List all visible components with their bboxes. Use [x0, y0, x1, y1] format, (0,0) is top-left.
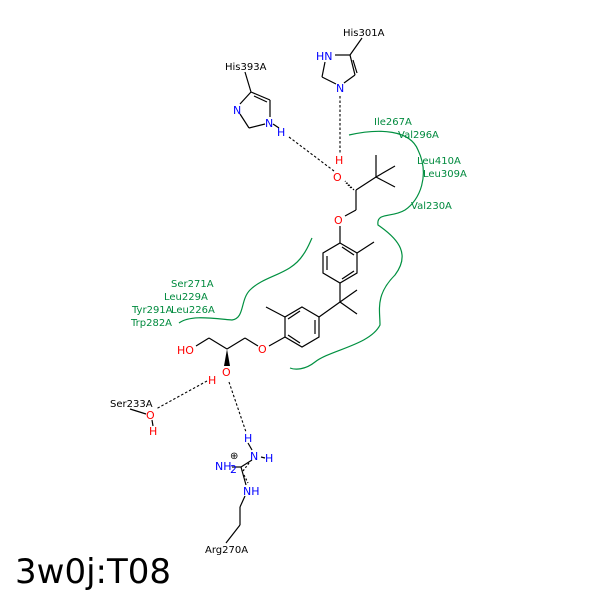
- residue-his393: His393A: [225, 62, 267, 73]
- arg270-nh2: NH: [215, 460, 232, 473]
- ligand-h-bottom: H: [208, 374, 216, 387]
- hydrophobic-val296: Val296A: [398, 130, 439, 141]
- his393-h: H: [277, 126, 285, 139]
- hbond-ser233: [155, 380, 208, 410]
- hydrophobic-contour-left: [178, 237, 313, 324]
- ligand-h-top: H: [335, 154, 343, 167]
- ser233-o: O: [146, 409, 155, 422]
- hydrophobic-ile267: Ile267A: [374, 117, 412, 128]
- hydrophobic-ser271: Ser271A: [171, 279, 214, 290]
- hydrophobic-leu226: Leu226A: [171, 305, 215, 316]
- ligand-o-top: O: [333, 171, 342, 184]
- ser233-h: H: [149, 425, 157, 438]
- arg270-guanidine: [225, 442, 266, 544]
- his393-n1: N: [233, 104, 241, 117]
- residue-arg270: Arg270A: [205, 545, 248, 556]
- hydrophobic-trp282: Trp282A: [130, 318, 172, 329]
- hydrophobic-val230: Val230A: [411, 201, 452, 212]
- his301-n: N: [336, 82, 344, 95]
- ligand-ho: HO: [177, 344, 194, 357]
- hydrophobic-leu309: Leu309A: [423, 169, 467, 180]
- ligand-o-bottom: O: [222, 366, 231, 379]
- ligand-o-ether1: O: [334, 214, 343, 227]
- his393-n2: N: [265, 117, 273, 130]
- arg270-nh2-sub: 2: [230, 463, 237, 476]
- residue-ser233: Ser233A: [110, 399, 153, 410]
- hydrophobic-tyr291: Tyr291A: [131, 305, 173, 316]
- his301-hn: HN: [316, 50, 333, 63]
- arg270-nh: NH: [243, 485, 260, 498]
- arg270-h2: H: [265, 452, 273, 465]
- arg270-h1: H: [244, 432, 252, 445]
- diagram-title: 3w0j:T08: [15, 552, 172, 592]
- hydrophobic-contour-right: [289, 130, 424, 370]
- his393-ring: [239, 71, 280, 129]
- hydrophobic-leu229: Leu229A: [164, 292, 208, 303]
- arg270-n: N: [250, 450, 258, 463]
- his301-ring: [321, 37, 363, 85]
- ligand-o-ether2: O: [258, 343, 267, 356]
- hydrophobic-leu410: Leu410A: [417, 156, 461, 167]
- ligand-top: [195, 155, 396, 366]
- charge-icon: ⊕: [230, 451, 238, 462]
- hbond-his393: [288, 136, 335, 172]
- hbond-arg270: [228, 381, 247, 433]
- residue-his301: His301A: [343, 28, 385, 39]
